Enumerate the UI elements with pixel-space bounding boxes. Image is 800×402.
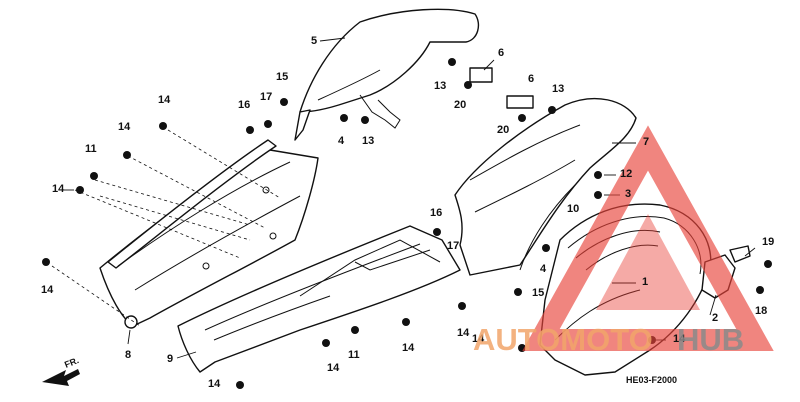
callout-c20a: 20 — [454, 99, 466, 111]
callout-c18: 18 — [755, 305, 767, 317]
callout-c5: 5 — [311, 35, 317, 47]
callout-c11a: 11 — [85, 143, 97, 155]
callout-c1: 1 — [642, 276, 648, 288]
callout-c17b: 17 — [447, 240, 459, 252]
part-rear-upper-cowl — [294, 8, 480, 141]
callout-c13b: 13 — [362, 135, 374, 147]
watermark-text-hub: HUB — [677, 322, 744, 357]
callout-c20b: 20 — [497, 124, 509, 136]
drawing-code: HE03-F2000 — [626, 375, 677, 385]
front-label: FR. — [63, 355, 80, 370]
callout-c15b: 15 — [532, 287, 544, 299]
callout-c16b: 16 — [430, 207, 442, 219]
callout-c14b: 14 — [118, 121, 131, 133]
part-left-side-cover — [51, 129, 319, 329]
callout-c11b: 11 — [348, 349, 360, 361]
callout-c3: 3 — [625, 188, 631, 200]
callout-c2: 2 — [712, 312, 718, 324]
leader-lines — [60, 37, 756, 359]
callout-c9: 9 — [167, 353, 173, 365]
callout-c14h: 14 — [457, 327, 470, 339]
callout-c6b: 6 — [528, 73, 534, 85]
callout-c13c: 13 — [552, 83, 564, 95]
callout-c6a: 6 — [498, 47, 504, 59]
callout-c12: 12 — [620, 168, 632, 180]
callout-c14g: 14 — [402, 342, 415, 354]
part-right-side-cover — [454, 97, 637, 276]
callout-c13a: 13 — [434, 80, 446, 92]
callout-c16a: 16 — [238, 99, 250, 111]
callout-c10: 10 — [567, 203, 579, 215]
callout-c14c: 14 — [52, 183, 65, 195]
part-bracket-6b — [506, 95, 534, 109]
callout-c8: 8 — [125, 349, 131, 361]
callout-c4b: 4 — [540, 263, 547, 275]
callout-c15a: 15 — [276, 71, 288, 83]
callout-c4a: 4 — [338, 135, 345, 147]
front-direction-arrow: FR. — [42, 355, 80, 386]
watermark-text-auto: AUTOMOTO — [473, 322, 653, 357]
callout-c14i: 14 — [673, 333, 686, 345]
watermark-text: AUTOMOTO HUB — [473, 322, 744, 357]
callout-c19: 19 — [762, 236, 774, 248]
callout-c7: 7 — [643, 136, 649, 148]
watermark-logo — [522, 125, 774, 351]
part-center-lower-cover — [177, 225, 461, 373]
callout-c14a: 14 — [158, 94, 171, 106]
callout-c14j: 14 — [472, 333, 485, 345]
callout-c14e: 14 — [208, 378, 221, 390]
callout-c14f: 14 — [327, 362, 340, 374]
part-bracket-6a — [469, 67, 493, 83]
callout-c17a: 17 — [260, 91, 272, 103]
callout-c14d: 14 — [41, 284, 54, 296]
